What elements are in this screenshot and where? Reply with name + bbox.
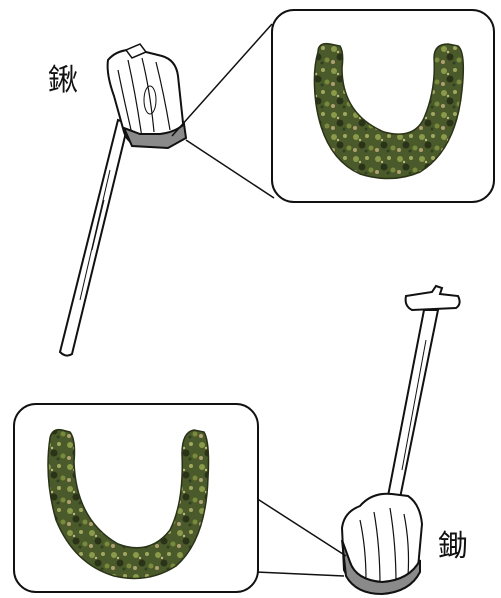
hoe-callout-line [172,24,272,136]
spade-group: 鋤 [14,286,468,594]
hoe-label: 鍬 [48,63,78,98]
hoe-callout-line [186,140,274,198]
hoe-handle-grain [80,170,110,300]
spade-callout-line [256,498,346,556]
spade-grip [406,286,460,310]
spade-callout-line [256,572,344,576]
spade-label: 鋤 [438,529,468,564]
spade-handle [388,310,438,498]
